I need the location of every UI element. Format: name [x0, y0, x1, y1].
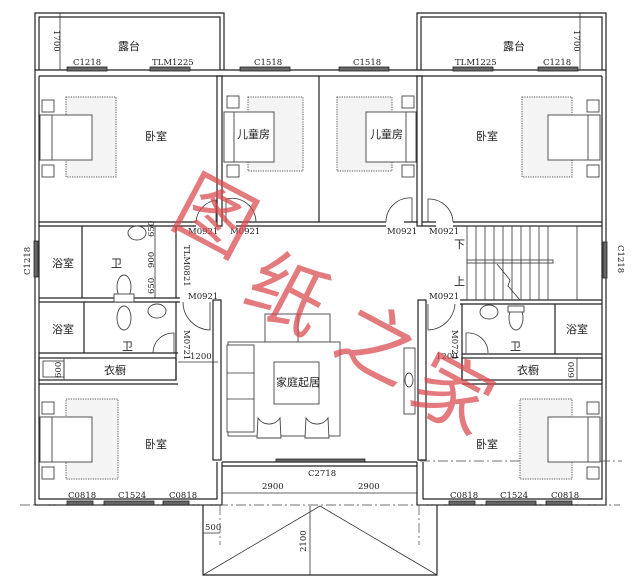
label-toilet-left-1: 卫 [111, 257, 122, 270]
staircase [466, 225, 578, 301]
code-m0921-a: M0921 [188, 227, 218, 237]
dim-wardrobe-right: 600 [567, 362, 577, 378]
bed-bottom-right [519, 398, 601, 480]
bed-bottom-left [39, 398, 119, 480]
living-furniture [226, 313, 416, 439]
entrance-porch [202, 505, 438, 576]
label-bedroom-bottom-left: 卧室 [145, 437, 167, 451]
code-m0721-l: M0721 [181, 330, 191, 360]
label-bath-left-1: 浴室 [52, 256, 74, 270]
label-bedroom-top-left: 卧室 [145, 129, 167, 143]
dim-toilet-seg-2: 900 [147, 252, 157, 268]
dim-corridor-left: 1200 [190, 352, 212, 362]
dimension-lines [59, 13, 581, 534]
bed-top-right [521, 96, 601, 178]
label-kids-room-right: 儿童房 [370, 127, 403, 141]
code-m0921-c: M0921 [387, 227, 417, 237]
code-c0818-br2: C0818 [551, 491, 579, 501]
opening-codes: C1218 TLM1225 C1518 C1518 TLM1225 C1218 … [23, 58, 625, 501]
label-toilet-right: 卫 [510, 340, 521, 353]
label-terrace-left: 露台 [118, 39, 140, 53]
code-c1518-r: C1518 [353, 58, 381, 68]
label-kids-room-left: 儿童房 [237, 127, 270, 141]
code-c0818-br1: C0818 [450, 491, 478, 501]
code-m0921-e: M0921 [188, 292, 218, 302]
code-c1218-side-left: C1218 [23, 247, 33, 275]
bed-kids-left [223, 95, 304, 178]
label-wardrobe-left: 衣橱 [104, 363, 126, 377]
dim-terrace-left: 1700 [51, 30, 61, 52]
label-bath-right: 浴室 [566, 322, 588, 336]
bed-kids-right [336, 95, 417, 178]
code-tlm1225-l: TLM1225 [152, 58, 194, 68]
dim-wardrobe-left: 600 [54, 362, 64, 378]
code-m0921-f: M0921 [429, 292, 459, 302]
code-c1218-side-right: C1218 [615, 245, 625, 273]
code-c1524-br: C1524 [500, 491, 528, 501]
code-tlm0821: TLM0821 [181, 245, 191, 287]
dim-terrace-right: 1700 [571, 30, 581, 52]
dim-balcony-left: 2900 [262, 482, 284, 492]
code-c1218-tr: C1218 [543, 58, 571, 68]
label-bath-left-2: 浴室 [52, 322, 74, 336]
code-m0921-b: M0921 [230, 227, 260, 237]
room-labels: 露台 露台 卧室 儿童房 儿童房 卧室 浴室 卫 浴室 卫 衣橱 家庭起居 下 … [52, 39, 588, 451]
interior-walls [38, 75, 603, 467]
code-c1518-l: C1518 [254, 58, 282, 68]
dim-porch-offset: 500 [205, 523, 221, 533]
dim-balcony-right: 2900 [358, 482, 380, 492]
bed-top-left [39, 96, 117, 178]
windows [33, 66, 608, 506]
code-m0721-r: M0721 [449, 330, 459, 360]
label-wardrobe-right: 衣橱 [517, 363, 539, 377]
label-terrace-right: 露台 [503, 39, 525, 53]
dim-toilet-seg-3: 650 [147, 278, 157, 294]
code-c1524-bl: C1524 [118, 491, 146, 501]
label-stair-down: 下 [454, 238, 465, 251]
code-tlm1225-r: TLM1225 [455, 58, 497, 68]
label-bedroom-bottom-right: 卧室 [476, 437, 498, 451]
doors [152, 197, 489, 354]
label-toilet-left-2: 卫 [122, 340, 133, 353]
label-bedroom-top-right: 卧室 [476, 129, 498, 143]
code-c2718: C2718 [308, 469, 336, 479]
dim-corridor-right: 1200 [436, 352, 458, 362]
label-stair-up: 上 [454, 275, 465, 288]
code-c0818-bl2: C0818 [169, 491, 197, 501]
dim-porch-depth: 2100 [299, 530, 309, 552]
code-m0921-d: M0921 [429, 227, 459, 237]
label-family-living: 家庭起居 [276, 375, 320, 389]
bathroom-fixtures [113, 225, 525, 331]
dim-toilet-seg-1: 650 [147, 221, 157, 237]
code-c1218-tl: C1218 [73, 58, 101, 68]
code-c0818-bl1: C0818 [68, 491, 96, 501]
dimension-labels: 1700 1700 650 900 650 1200 1200 600 600 … [51, 30, 581, 552]
